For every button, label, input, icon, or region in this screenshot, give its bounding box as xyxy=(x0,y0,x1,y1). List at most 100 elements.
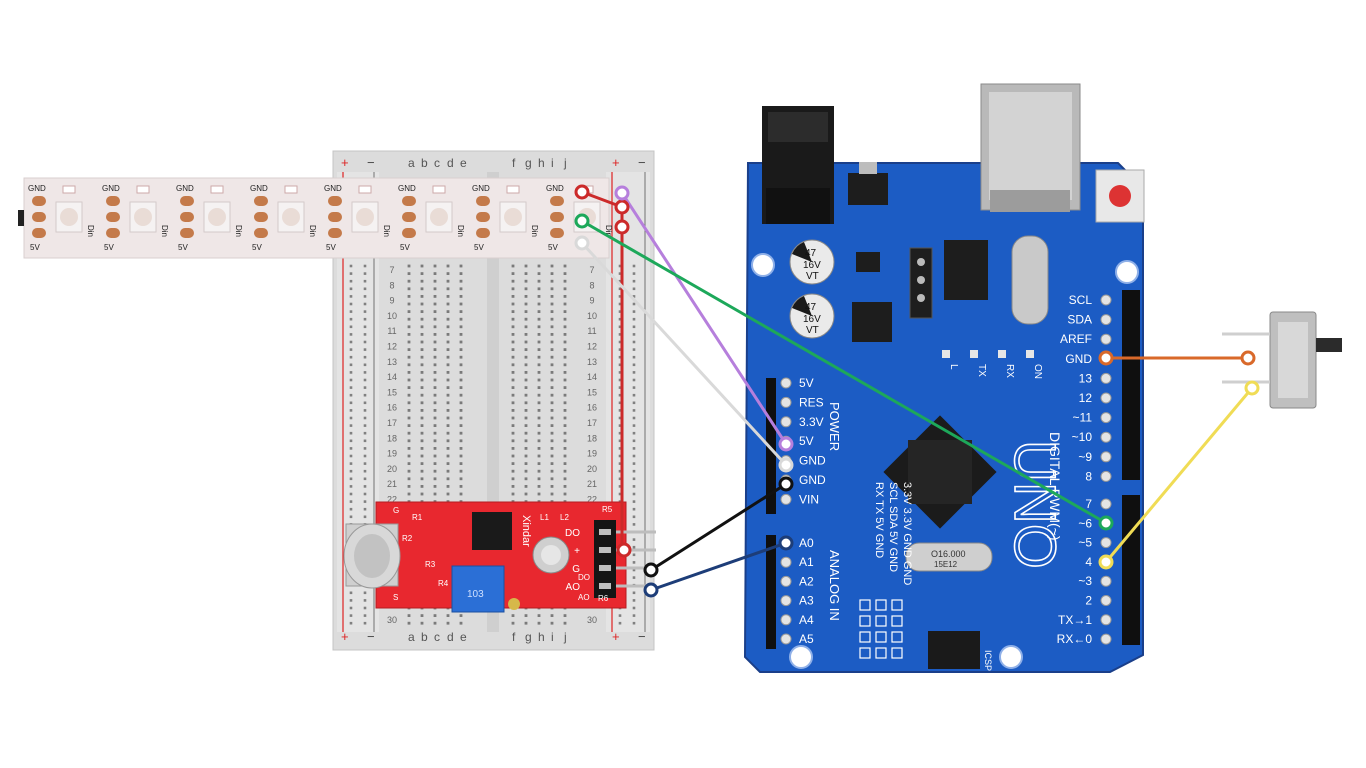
pin-hole[interactable] xyxy=(1100,431,1112,443)
strip-din-label: Din xyxy=(308,225,317,237)
wire-endpoint[interactable] xyxy=(778,476,794,492)
wire-endpoint[interactable] xyxy=(614,199,630,215)
wire-purple[interactable] xyxy=(620,191,788,446)
row-label-15: 15 xyxy=(587,387,597,397)
digital-header-bottom xyxy=(1122,495,1140,645)
analog-pin-label: A0 xyxy=(799,536,814,550)
mic-label: R6 xyxy=(598,594,609,603)
row-label-14: 14 xyxy=(587,372,597,382)
wire-endpoint[interactable] xyxy=(643,582,659,598)
pin-hole[interactable] xyxy=(1100,470,1112,482)
pin-hole[interactable] xyxy=(1100,451,1112,463)
wire-endpoint[interactable] xyxy=(1098,554,1114,570)
pin-hole[interactable] xyxy=(1100,575,1112,587)
wire-endpoint[interactable] xyxy=(614,219,630,235)
power-pin-label: VIN xyxy=(799,492,819,506)
rail-minus-left-bottom: − xyxy=(367,629,375,644)
column-label-h: h xyxy=(538,156,545,170)
potentiometer[interactable]: 103 xyxy=(451,565,520,613)
pin-hole[interactable] xyxy=(780,377,792,389)
pin-hole[interactable] xyxy=(1100,392,1112,404)
wire-endpoint[interactable] xyxy=(778,457,794,473)
pin-hole[interactable] xyxy=(1100,333,1112,345)
strip-5v-label: 5V xyxy=(104,243,114,252)
svg-text:VT: VT xyxy=(806,271,819,282)
row-label-9: 9 xyxy=(389,296,394,306)
mic-pin-label: + xyxy=(574,546,580,557)
wire-endpoint[interactable] xyxy=(1098,515,1114,531)
row-label-20: 20 xyxy=(587,464,597,474)
row-label-15: 15 xyxy=(387,387,397,397)
power-pin-label: GND xyxy=(799,473,826,487)
wire-endpoint[interactable] xyxy=(778,535,794,551)
pin-hole[interactable] xyxy=(1100,614,1112,626)
wire-endpoint[interactable] xyxy=(1098,350,1114,366)
wire-navy[interactable] xyxy=(649,541,788,592)
pin-hole[interactable] xyxy=(780,396,792,408)
pin-hole[interactable] xyxy=(1100,537,1112,549)
strip-gnd-label: GND xyxy=(176,184,194,193)
wire-endpoint[interactable] xyxy=(643,562,659,578)
led-strip-segments: GND5VDinGND5VDinGND5VDinGND5VDinGND5VDin… xyxy=(28,184,613,252)
usb-port xyxy=(980,83,1081,212)
pin-hole[interactable] xyxy=(780,614,792,626)
column-label-j: j xyxy=(563,630,567,644)
wire-endpoint[interactable] xyxy=(574,184,590,200)
wire-green[interactable] xyxy=(580,219,1108,525)
wire-yellow[interactable] xyxy=(1104,386,1254,564)
wire-endpoint[interactable] xyxy=(574,213,590,229)
digital-header-label: DIGITAL PWM(~) xyxy=(1047,432,1063,541)
wire-endpoint[interactable] xyxy=(1244,380,1260,396)
column-label-c: c xyxy=(434,156,440,170)
wire-endpoint[interactable] xyxy=(574,235,590,251)
mic-pin-label: AO xyxy=(566,582,581,593)
row-label-18: 18 xyxy=(587,433,597,443)
wire-white[interactable] xyxy=(580,241,788,467)
column-label-i: i xyxy=(551,630,554,644)
row-label-21: 21 xyxy=(587,479,597,489)
pin-hole[interactable] xyxy=(1100,314,1112,326)
strip-din-label: Din xyxy=(86,225,95,237)
reset-button[interactable] xyxy=(1095,169,1145,223)
analog-header xyxy=(766,535,776,649)
pin-hole[interactable] xyxy=(1100,633,1112,645)
column-label-a: a xyxy=(408,630,415,644)
digital-pin-label: SCL xyxy=(1069,293,1093,307)
column-label-f: f xyxy=(512,630,516,644)
column-label-b: b xyxy=(421,630,428,644)
row-label-18: 18 xyxy=(387,433,397,443)
pin-hole[interactable] xyxy=(780,575,792,587)
row-label-10: 10 xyxy=(587,311,597,321)
strip-gnd-label: GND xyxy=(472,184,490,193)
pin-hole[interactable] xyxy=(780,595,792,607)
pin-hole[interactable] xyxy=(780,633,792,645)
i2c-label: 3.3V 3.3V GND GND xyxy=(901,482,913,585)
row-label-16: 16 xyxy=(387,403,397,413)
wire-endpoint[interactable] xyxy=(614,185,630,201)
pin-hole[interactable] xyxy=(1100,372,1112,384)
rail-minus-left: − xyxy=(367,155,375,170)
pin-hole[interactable] xyxy=(1100,294,1112,306)
pin-hole[interactable] xyxy=(780,493,792,505)
digital-pin-label: RX←0 xyxy=(1057,632,1093,646)
row-label-12: 12 xyxy=(387,342,397,352)
pin-hole[interactable] xyxy=(780,416,792,428)
slide-switch[interactable] xyxy=(1222,311,1342,409)
pin-hole[interactable] xyxy=(1100,595,1112,606)
wire-endpoint[interactable] xyxy=(616,542,632,558)
wire-black[interactable] xyxy=(649,482,788,572)
rail-plus-right-bottom: + xyxy=(612,629,620,644)
row-label-20: 20 xyxy=(387,464,397,474)
pin-hole[interactable] xyxy=(1100,412,1112,424)
digital-pin-label: 7 xyxy=(1085,497,1092,511)
wire-endpoint[interactable] xyxy=(1240,350,1256,366)
pin-hole[interactable] xyxy=(780,556,792,568)
pin-hole[interactable] xyxy=(1100,498,1112,510)
wire-endpoint[interactable] xyxy=(778,436,794,452)
column-label-e: e xyxy=(460,630,467,644)
